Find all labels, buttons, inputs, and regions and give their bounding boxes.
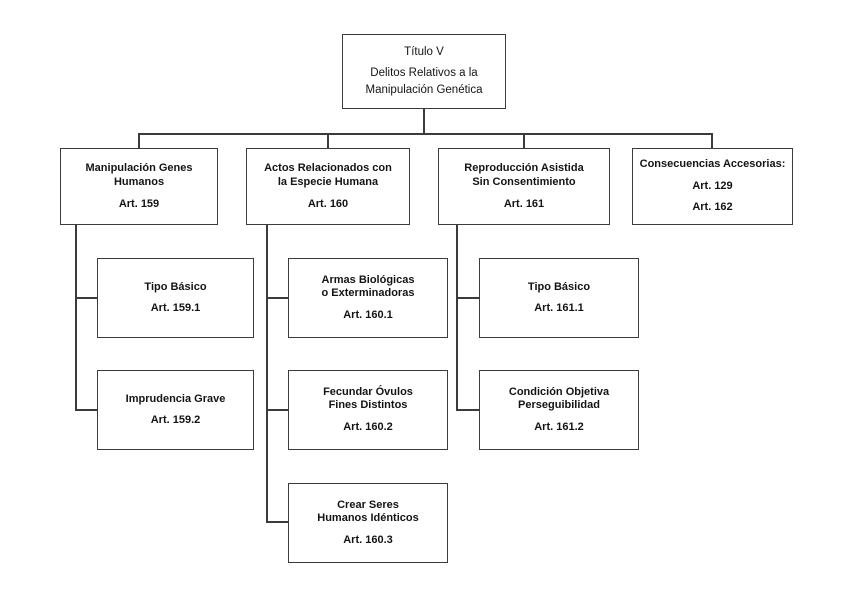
node-title-line: Tipo Básico [527, 280, 591, 293]
node-article: Art. 160.2 [343, 421, 393, 434]
connector-stub-161-2 [456, 409, 479, 411]
connector-root-drop [423, 109, 425, 133]
node-article: Art. 161.1 [534, 302, 584, 315]
connector-stub-accesorias [711, 133, 713, 148]
connector-trunk-159 [75, 225, 77, 411]
node-title: Condición Objetiva Perseguibilidad [509, 386, 609, 414]
node-title: Fecundar Óvulos Fines Distintos [323, 386, 413, 414]
node-title-line: Armas Biológicas [321, 273, 415, 286]
node-article: Art. 159.2 [150, 414, 201, 427]
node-art-159-2: Imprudencia Grave Art. 159.2 [97, 370, 254, 450]
node-article: Art. 160 [307, 197, 349, 210]
node-title-line: Condición Objetiva [508, 385, 610, 398]
node-title-line: Tipo Básico [144, 280, 207, 293]
node-title: Crear Seres Humanos Idénticos [317, 499, 418, 527]
node-art-159: Manipulación Genes Humanos Art. 159 [60, 148, 218, 225]
node-art-160-3: Crear Seres Humanos Idénticos Art. 160.3 [288, 483, 448, 563]
node-article: Art. 159 [118, 197, 160, 210]
connector-trunk-160 [266, 225, 268, 523]
node-titulo-v: Título V Delitos Relativos a la Manipula… [342, 34, 506, 109]
node-title: Reproducción Asistida Sin Consentimiento [464, 162, 583, 190]
connector-trunk-161 [456, 225, 458, 411]
node-title-line: la Especie Humana [277, 175, 379, 188]
node-title-line: Fecundar Óvulos [323, 385, 413, 398]
node-title-line: Fines Distintos [328, 399, 408, 412]
node-art-160: Actos Relacionados con la Especie Humana… [246, 148, 410, 225]
node-title-line: o Exterminadoras [321, 287, 415, 300]
node-art-161-1: Tipo Básico Art. 161.1 [479, 258, 639, 338]
node-consecuencias-accesorias: Consecuencias Accesorias: Art. 129 Art. … [632, 148, 793, 225]
node-title-line: Título V [404, 46, 444, 59]
node-title-line: Imprudencia Grave [125, 392, 226, 405]
connector-stub-159-1 [75, 297, 97, 299]
node-art-161-2: Condición Objetiva Perseguibilidad Art. … [479, 370, 639, 450]
connector-rail [138, 133, 712, 135]
connector-stub-art159 [138, 133, 140, 148]
connector-stub-art161 [523, 133, 525, 148]
node-title-line: Humanos [113, 175, 165, 188]
node-title-line: Reproducción Asistida [464, 162, 584, 175]
connector-stub-161-1 [456, 297, 479, 299]
node-title-line: Actos Relacionados con [264, 162, 392, 175]
node-art-160-1: Armas Biológicas o Exterminadoras Art. 1… [288, 258, 448, 338]
connector-stub-160-3 [266, 521, 288, 523]
node-title-line: Delitos Relativos a la [370, 67, 478, 80]
node-title: Imprudencia Grave [126, 393, 226, 407]
node-title: Armas Biológicas o Exterminadoras [322, 274, 415, 302]
node-article: Art. 160.3 [343, 534, 393, 547]
node-title-line: Consecuencias Accesorias: [639, 158, 786, 171]
connector-stub-160-2 [266, 409, 288, 411]
node-art-160-2: Fecundar Óvulos Fines Distintos Art. 160… [288, 370, 448, 450]
node-title-line: Perseguibilidad [518, 399, 600, 412]
node-art-161: Reproducción Asistida Sin Consentimiento… [438, 148, 610, 225]
node-article: Art. 129 [692, 180, 733, 193]
node-title: Tipo Básico [528, 281, 590, 295]
node-article: Art. 160.1 [343, 309, 393, 322]
node-article: Art. 159.1 [150, 302, 201, 315]
node-title-line: Manipulación Genes [85, 162, 193, 175]
connector-stub-art160 [327, 133, 329, 148]
node-title-line: Manipulación Genética [365, 84, 483, 97]
node-article: Art. 161 [503, 197, 545, 210]
node-art-159-1: Tipo Básico Art. 159.1 [97, 258, 254, 338]
connector-stub-159-2 [75, 409, 97, 411]
connector-stub-160-1 [266, 297, 288, 299]
node-title: Tipo Básico [144, 281, 206, 295]
node-article: Art. 162 [692, 201, 733, 214]
node-title: Actos Relacionados con la Especie Humana [264, 162, 392, 190]
node-title-line: Humanos Idénticos [317, 512, 419, 525]
node-title-line: Crear Seres [337, 498, 399, 511]
node-title: Manipulación Genes Humanos [86, 162, 193, 190]
node-article: Art. 161.2 [534, 421, 584, 434]
node-title-line: Sin Consentimiento [472, 175, 576, 188]
node-title: Consecuencias Accesorias: [640, 158, 786, 172]
